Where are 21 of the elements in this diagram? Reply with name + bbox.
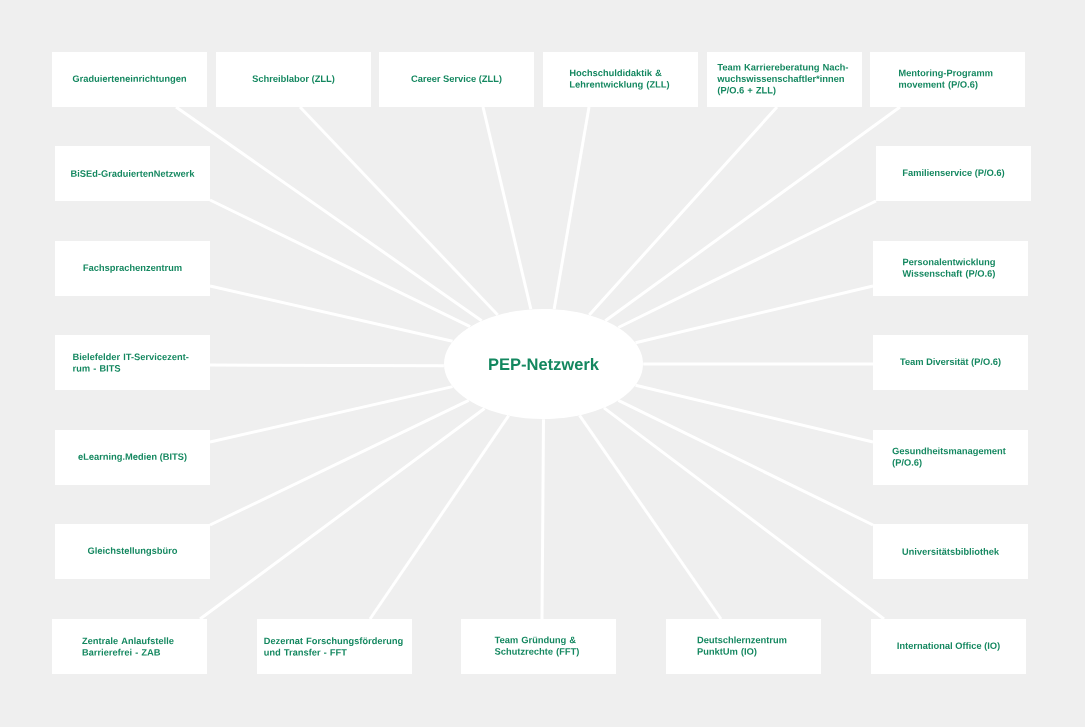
unit-box: Zentrale Anlaufstelle Barrierefrei - ZAB <box>52 619 207 674</box>
unit-box: Graduierteneinrichtungen <box>52 52 207 107</box>
unit-box: Team Gründung & Schutzrechte (FFT) <box>461 619 616 674</box>
unit-box: Deutschlernzentrum PunktUm (IO) <box>666 619 821 674</box>
unit-box: Universitätsbibliothek <box>873 524 1028 579</box>
unit-box: Gesundheitsmanagement (P/O.6) <box>873 430 1028 485</box>
unit-box: International Office (IO) <box>871 619 1026 674</box>
unit-box: Schreiblabor (ZLL) <box>216 52 371 107</box>
unit-box: Hochschuldidaktik & Lehrentwicklung (ZLL) <box>543 52 698 107</box>
unit-box: Team Karriereberatung Nach- wuchswissenschaftler*innen (P/O.6 + ZLL) <box>707 52 862 107</box>
unit-box: Personalentwicklung Wissenschaft (P/O.6) <box>873 241 1028 296</box>
unit-box: Familienservice (P/O.6) <box>876 146 1031 201</box>
unit-box: BiSEd-GraduiertenNetzwerk <box>55 146 210 201</box>
unit-box: Career Service (ZLL) <box>379 52 534 107</box>
unit-box: Fachsprachenzentrum <box>55 241 210 296</box>
unit-box: Team Diversität (P/O.6) <box>873 335 1028 390</box>
unit-box: Mentoring-Programm movement (P/O.6) <box>870 52 1025 107</box>
unit-box: eLearning.Medien (BITS) <box>55 430 210 485</box>
unit-box: Bielefelder IT-Servicezent- rum - BITS <box>55 335 210 390</box>
unit-box: Gleichstellungsbüro <box>55 524 210 579</box>
unit-box: Dezernat Forschungsförderung und Transfer - FFT <box>257 619 412 674</box>
